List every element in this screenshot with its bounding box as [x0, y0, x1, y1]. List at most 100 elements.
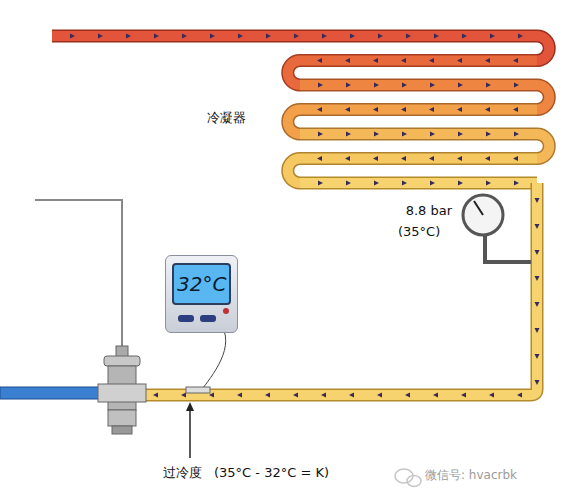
flow-arrow — [535, 224, 540, 229]
flow-arrow — [485, 156, 490, 161]
gauge-needle — [474, 201, 483, 215]
flow-arrow — [429, 156, 434, 161]
flow-arrow — [490, 34, 495, 39]
flow-arrow — [377, 393, 382, 398]
flow-arrow — [294, 34, 299, 39]
thermometer-display: 32°C — [165, 255, 238, 333]
flow-arrow — [154, 34, 159, 39]
flow-arrow — [514, 132, 519, 137]
flow-arrow — [350, 34, 355, 39]
flow-arrow — [322, 34, 327, 39]
display-screen: 32°C — [172, 263, 231, 305]
flow-arrow — [518, 34, 523, 39]
flow-arrow — [346, 83, 351, 88]
flow-arrow — [405, 393, 410, 398]
subcooling-formula: (35°C - 32°C = K) — [214, 465, 329, 481]
flow-arrow — [345, 58, 350, 63]
flow-arrow — [266, 34, 271, 39]
flow-arrow — [429, 107, 434, 112]
flow-arrow — [345, 156, 350, 161]
flow-arrow — [373, 156, 378, 161]
pressure-gauge — [463, 195, 503, 235]
flow-arrow — [318, 83, 323, 88]
flow-arrow — [126, 34, 131, 39]
flow-arrow — [513, 107, 518, 112]
flow-arrow — [535, 354, 540, 359]
flow-arrow — [374, 181, 379, 186]
flow-arrow — [210, 34, 215, 39]
display-button — [200, 315, 216, 322]
flow-arrow — [70, 34, 75, 39]
gauge-pipe — [485, 235, 531, 262]
flow-arrow — [434, 34, 439, 39]
temperature-reading: 32°C — [177, 272, 226, 296]
flow-arrow — [462, 34, 467, 39]
flow-arrow — [346, 132, 351, 137]
flow-arrow — [238, 34, 243, 39]
flow-arrow — [317, 58, 322, 63]
flow-arrow — [402, 132, 407, 137]
flow-arrow — [535, 380, 540, 385]
flow-arrow — [513, 156, 518, 161]
flow-arrow — [401, 156, 406, 161]
flow-arrow — [374, 132, 379, 137]
flow-arrow — [317, 156, 322, 161]
flow-arrow — [535, 328, 540, 333]
flow-arrow — [237, 393, 242, 398]
flow-arrow — [430, 83, 435, 88]
flow-arrow — [181, 393, 186, 398]
flow-arrow — [373, 58, 378, 63]
temperature-sensor — [186, 387, 210, 393]
flow-arrows — [70, 34, 540, 398]
flow-arrow — [486, 181, 491, 186]
capillary-tube — [35, 200, 122, 352]
flow-arrow — [514, 181, 519, 186]
flow-arrow — [318, 132, 323, 137]
flow-arrow — [153, 393, 158, 398]
flow-arrow — [321, 393, 326, 398]
flow-arrow — [457, 156, 462, 161]
flow-arrow — [182, 34, 187, 39]
flow-arrow — [293, 393, 298, 398]
watermark-icon — [395, 469, 421, 487]
expansion-valve — [98, 346, 146, 434]
flow-arrow — [458, 132, 463, 137]
flow-arrow — [433, 393, 438, 398]
flow-arrow — [458, 83, 463, 88]
flow-arrow — [349, 393, 354, 398]
condenser-coil — [52, 36, 549, 183]
coil-tube — [288, 159, 537, 184]
flow-arrow — [429, 58, 434, 63]
flow-arrow — [402, 83, 407, 88]
coil-tube — [300, 178, 537, 188]
flow-arrow — [406, 34, 411, 39]
coil-tube — [300, 177, 537, 190]
flow-arrow — [514, 83, 519, 88]
pointer-line — [189, 408, 191, 458]
flow-arrow — [401, 58, 406, 63]
flow-arrow — [513, 58, 518, 63]
display-button — [178, 315, 194, 322]
flow-arrow — [485, 107, 490, 112]
subcooling-label: 过冷度 — [163, 465, 202, 481]
flow-arrow — [317, 107, 322, 112]
flow-arrow — [430, 181, 435, 186]
flow-arrow — [378, 34, 383, 39]
flow-arrow — [345, 107, 350, 112]
flow-arrow — [374, 83, 379, 88]
flow-arrow — [485, 58, 490, 63]
coil-tube — [288, 159, 537, 184]
flow-arrow — [535, 198, 540, 203]
saturation-temperature: (35°C) — [398, 224, 440, 240]
flow-arrow — [461, 393, 466, 398]
flow-arrow — [401, 107, 406, 112]
flow-arrow — [517, 393, 522, 398]
flow-arrow — [486, 83, 491, 88]
flow-arrow — [457, 107, 462, 112]
flow-arrow — [535, 302, 540, 307]
flow-arrow — [318, 181, 323, 186]
flow-arrow — [98, 34, 103, 39]
flow-arrow — [430, 132, 435, 137]
liquid-line — [140, 183, 537, 395]
